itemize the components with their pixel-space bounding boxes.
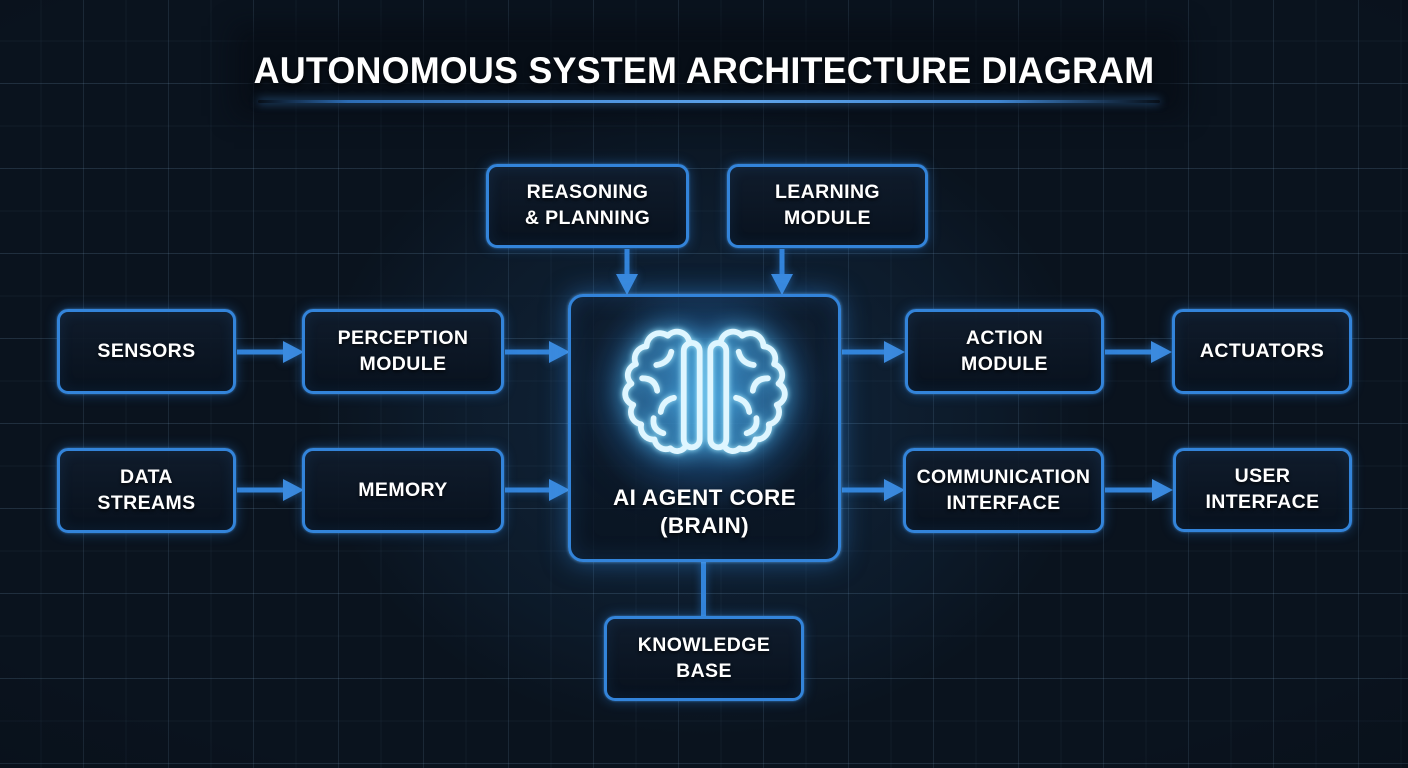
node-user-interface-label: USER INTERFACE [1205,465,1320,513]
node-ai-agent-core-label: AI AGENT CORE (BRAIN) [612,485,797,538]
node-memory-label: MEMORY [358,478,448,501]
node-user-interface: USER INTERFACE [1173,448,1352,532]
node-perception-module: PERCEPTION MODULE [302,309,504,394]
node-knowledge-base: KNOWLEDGE BASE [604,616,804,701]
edge-learning-core [771,249,793,295]
edge-sensors-perception [237,341,304,363]
node-action-module: ACTION MODULE [905,309,1104,394]
node-data-streams: DATA STREAMS [57,448,236,533]
node-knowledge-base-label: KNOWLEDGE BASE [637,633,771,682]
node-communication-interface-label: COMMUNICATION INTERFACE [916,465,1091,514]
node-actuators-label: ACTUATORS [1199,339,1325,362]
edge-memory-core [505,479,570,501]
edge-core-comm [842,479,905,501]
edge-datastreams-memory [237,479,304,501]
brain-icon [613,311,788,497]
node-perception-module-label: PERCEPTION MODULE [337,326,469,375]
edge-comm-user [1105,479,1173,501]
edge-action-actuators [1105,341,1172,363]
node-learning-module-label: LEARNING MODULE [774,181,881,229]
node-communication-interface: COMMUNICATION INTERFACE [903,448,1104,533]
node-reasoning-planning: REASONING & PLANNING [486,164,689,248]
node-sensors-label: SENSORS [97,339,196,362]
node-action-module-label: ACTION MODULE [961,326,1048,375]
edge-reasoning-core [616,249,638,295]
edge-perception-core [505,341,570,363]
node-ai-agent-core: AI AGENT CORE (BRAIN) [568,294,841,562]
node-data-streams-label: DATA STREAMS [97,465,196,514]
node-learning-module: LEARNING MODULE [727,164,928,248]
node-actuators: ACTUATORS [1172,309,1352,394]
node-memory: MEMORY [302,448,504,533]
edge-core-action [842,341,905,363]
node-reasoning-planning-label: REASONING & PLANNING [524,181,651,229]
node-sensors: SENSORS [57,309,236,394]
